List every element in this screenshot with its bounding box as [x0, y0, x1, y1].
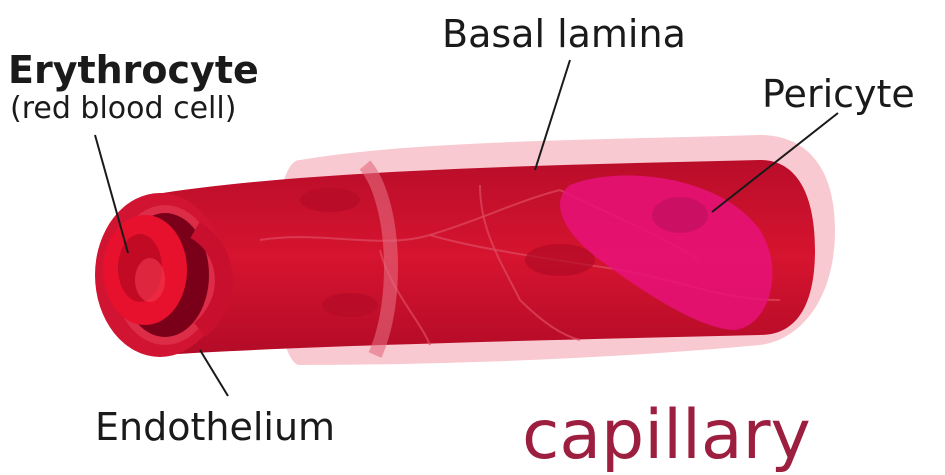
erythrocyte-cell — [103, 215, 187, 325]
endothelium-label: Endothelium — [95, 405, 335, 449]
endothelium-leader-line — [200, 350, 228, 396]
diagram-title: capillary — [522, 396, 811, 475]
basal-lamina-label: Basal lamina — [442, 12, 686, 56]
pericyte-label: Pericyte — [762, 72, 915, 116]
erythrocyte-label: Erythrocyte — [8, 48, 259, 92]
erythrocyte-sublabel: (red blood cell) — [10, 91, 236, 126]
